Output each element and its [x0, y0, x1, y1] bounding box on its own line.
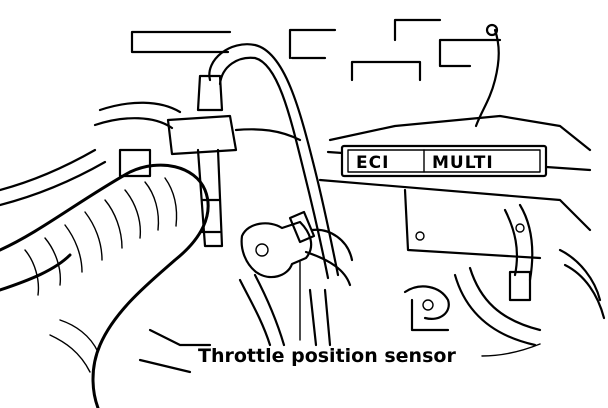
throttle-position-sensor-callout: Throttle position sensor	[198, 261, 541, 367]
left-pipes	[0, 101, 182, 207]
throttle-position-sensor	[240, 210, 354, 287]
dipstick	[474, 23, 500, 128]
mounting-bracket	[403, 285, 450, 332]
callout-label: Throttle position sensor	[198, 345, 456, 367]
badge-left-text: ECI	[356, 153, 389, 173]
eci-multi-badge: ECI MULTI	[340, 144, 548, 178]
body-panel-cutouts	[130, 18, 502, 82]
throttle-body	[166, 74, 302, 248]
badge-right-text: MULTI	[432, 153, 494, 173]
vacuum-hose	[208, 43, 340, 280]
rocker-cover	[318, 114, 592, 260]
lower-hoses	[138, 273, 332, 374]
right-side-hoses	[453, 203, 606, 347]
air-intake-duct	[0, 163, 210, 408]
